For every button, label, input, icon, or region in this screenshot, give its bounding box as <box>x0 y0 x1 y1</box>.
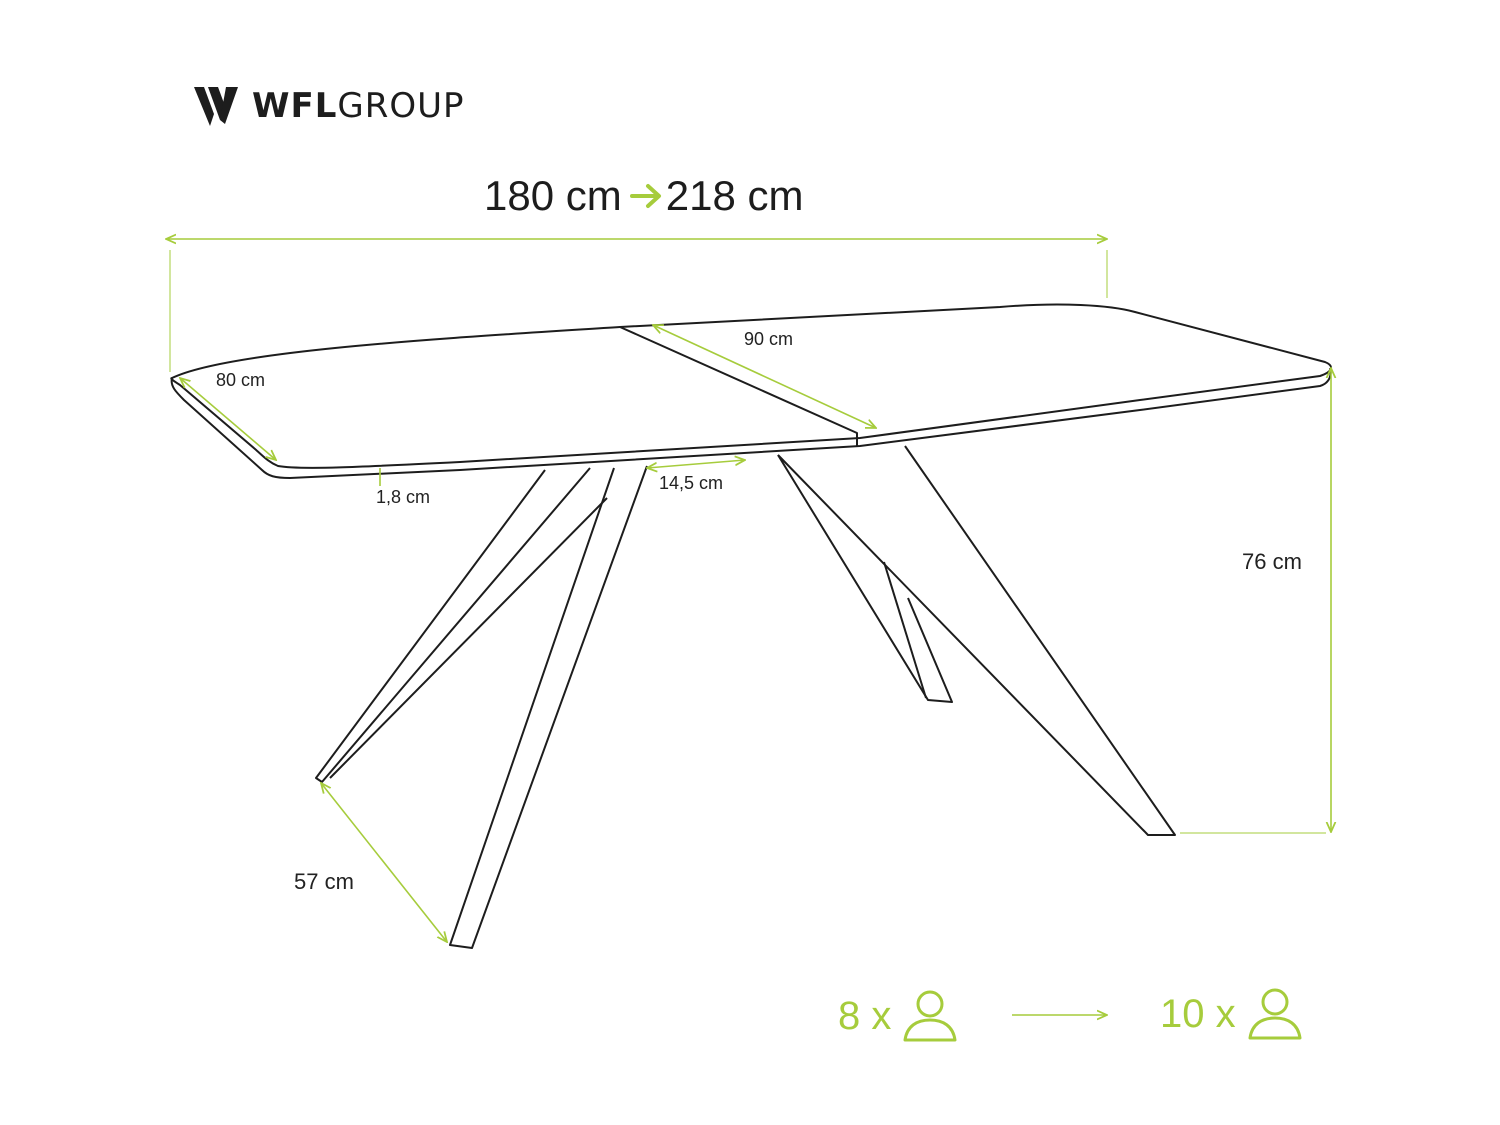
leg-spread-arrow <box>321 783 447 942</box>
brand-logo: WFLGROUP <box>192 84 465 128</box>
dimension-lines <box>166 239 1331 1015</box>
leg-spread-label: 57 cm <box>294 869 354 894</box>
person-icon <box>1248 988 1302 1040</box>
table-legs <box>315 445 1176 949</box>
thickness-label: 1,8 cm <box>376 487 431 507</box>
capacity-from: 8 x <box>838 988 959 1044</box>
width-arrow <box>180 378 276 460</box>
extension-label: 90 cm <box>744 329 794 349</box>
height-label: 76 cm <box>1242 549 1302 574</box>
extension-arrow <box>653 325 876 428</box>
frame-arrow <box>647 460 745 468</box>
wfl-logo-icon <box>194 87 238 126</box>
capacity-to: 10 x <box>1160 986 1304 1042</box>
frame-label: 14,5 cm <box>659 473 724 493</box>
arrow-right-icon <box>629 184 661 208</box>
length-to: 218 cm <box>665 172 804 219</box>
width-label: 80 cm <box>216 370 266 390</box>
person-icon <box>903 990 957 1042</box>
length-title: 180 cm 218 cm <box>484 172 803 220</box>
length-from: 180 cm <box>484 172 622 219</box>
brand-name: WFLGROUP <box>252 86 465 126</box>
